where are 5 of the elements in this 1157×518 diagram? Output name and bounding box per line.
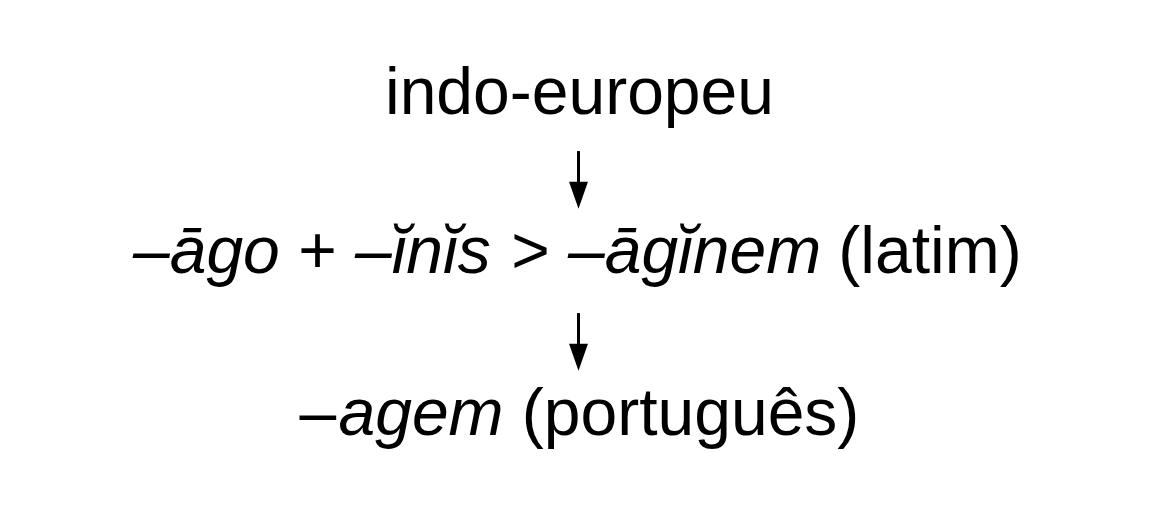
node-text: –āgo + –ĭnĭs > –āgĭnem (latim): [133, 212, 1022, 287]
arrow: [569, 151, 588, 209]
arrow: [569, 313, 588, 371]
node-text: indo-europeu: [385, 53, 774, 128]
node-text: –agem (português): [299, 374, 860, 449]
